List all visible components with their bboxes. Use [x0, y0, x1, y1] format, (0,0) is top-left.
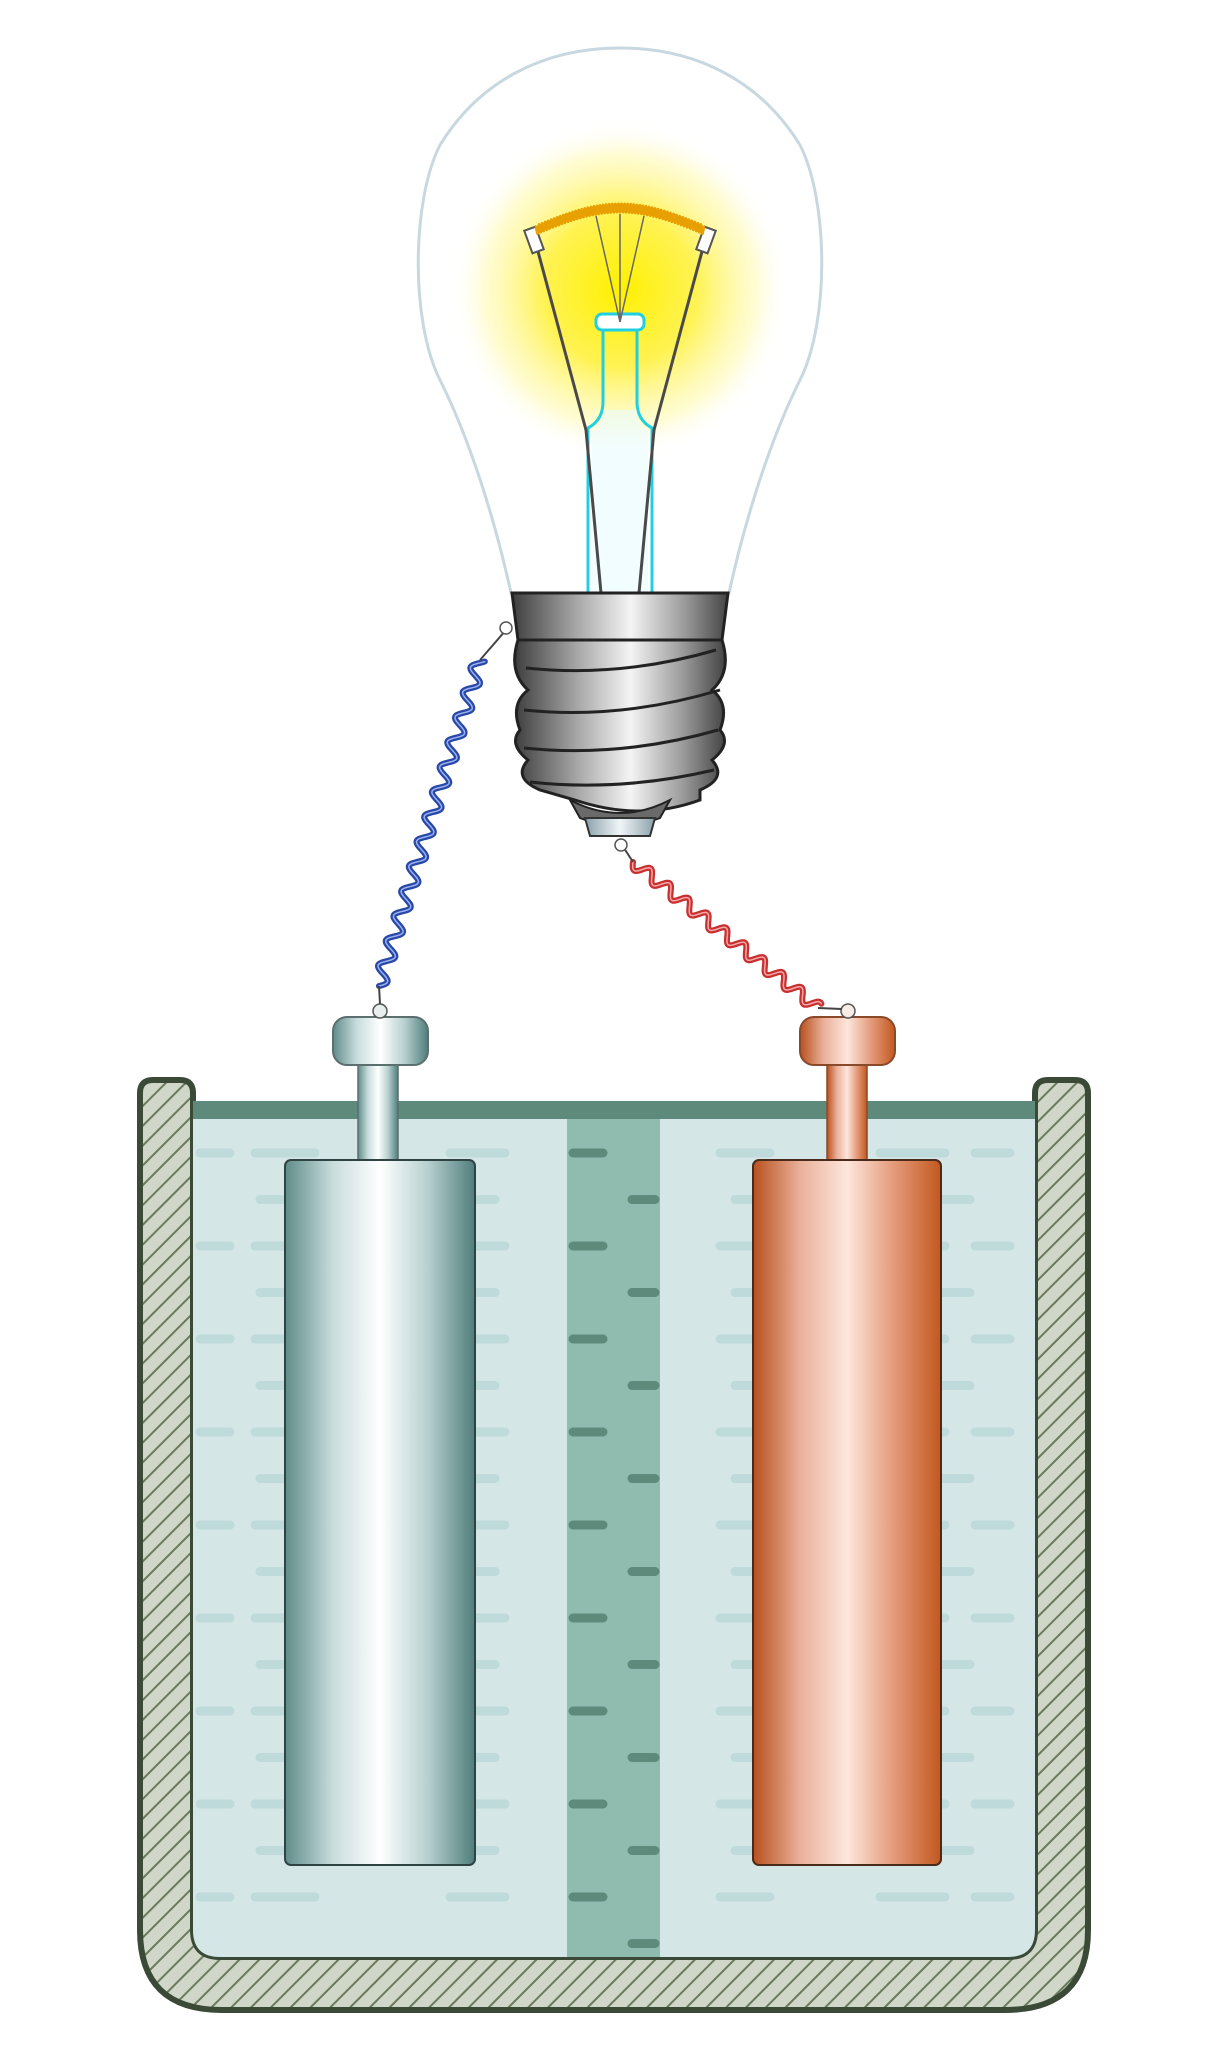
porous-separator-icon	[567, 1119, 660, 1957]
battery-container-icon	[137, 1077, 1091, 2013]
contact-tip-icon	[499, 621, 657, 852]
lead-wire-icon	[522, 214, 718, 594]
negative-wire-icon	[375, 629, 507, 1005]
positive-wire-icon	[621, 844, 843, 1010]
filament-icon	[534, 202, 706, 235]
copper-electrode-icon	[752, 1003, 942, 1866]
screw-base-icon	[510, 591, 730, 827]
zinc-electrode-icon	[284, 1003, 476, 1866]
